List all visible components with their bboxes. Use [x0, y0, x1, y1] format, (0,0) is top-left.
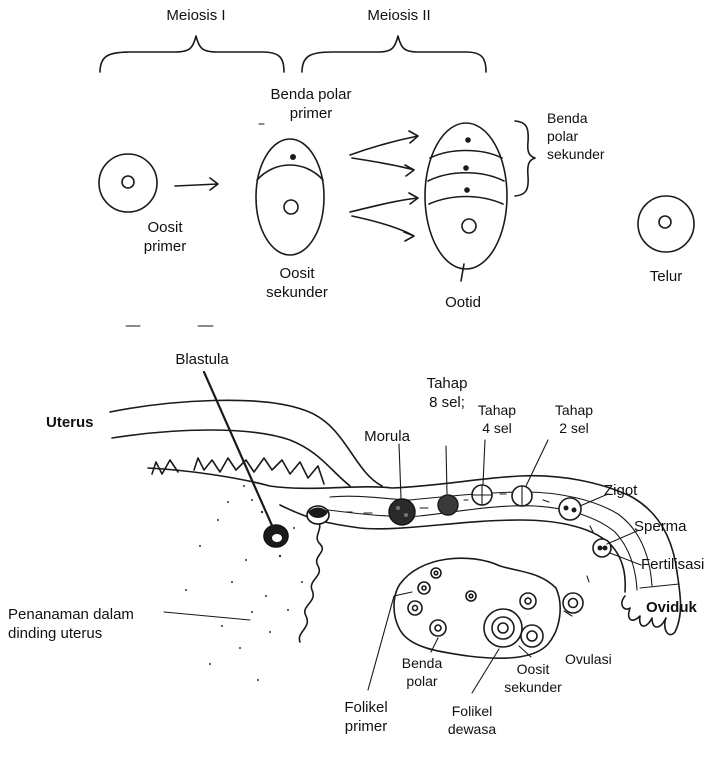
- oviduct-label: Oviduk: [646, 598, 697, 617]
- zygote-label: Zigot: [604, 481, 637, 500]
- secondary-oocyte-line-2: sekunder: [266, 283, 328, 302]
- ovary-secondary-oocyte-line-1: Oosit: [504, 660, 562, 678]
- meiosis-2-arrow-upper: [350, 131, 418, 176]
- ovary-secondary-oocyte-label: Oosit sekunder: [504, 660, 562, 696]
- primary-follicle-label: Folikel primer: [344, 698, 387, 736]
- secondary-polar-body-line-2: polar: [547, 127, 605, 145]
- zygote-cell: [559, 498, 581, 520]
- four-cell-label: Tahap 4 sel: [478, 401, 516, 437]
- endometrium-stipple: [185, 469, 303, 681]
- implantation-leader: [164, 612, 250, 620]
- sperm-label: Sperma: [634, 517, 687, 536]
- primary-polar-body-line-1: Benda polar: [271, 85, 352, 104]
- mature-follicle-leader: [472, 649, 499, 693]
- four-cell-line-2: 4 sel: [478, 419, 516, 437]
- implantation-line-2: dinding uterus: [8, 624, 134, 643]
- fertilization-leader: [610, 553, 641, 565]
- primary-oocyte-label: Oosit primer: [144, 218, 187, 256]
- two-cell-line-2: 2 sel: [555, 419, 593, 437]
- implantation-label: Penanaman dalam dinding uterus: [8, 605, 134, 643]
- four-cell-line-1: Tahap: [478, 401, 516, 419]
- primary-polar-body-line-2: primer: [271, 104, 352, 123]
- meiosis-2-brace: [302, 36, 486, 72]
- secondary-polar-body-label: Benda polar sekunder: [547, 109, 605, 163]
- eight-cell-label: Tahap 8 sel;: [427, 374, 468, 412]
- oviduct-leader: [640, 584, 679, 588]
- primary-follicle-line-2: primer: [344, 717, 387, 736]
- secondary-oocyte-label: Oosit sekunder: [266, 264, 328, 302]
- meiosis-2-label: Meiosis II: [367, 6, 430, 25]
- fertilization-label: Fertilisasi: [641, 555, 704, 574]
- two-cell-label: Tahap 2 sel: [555, 401, 593, 437]
- arrow-to-secondary-oocyte: [175, 178, 218, 190]
- eight-cell-line-2: 8 sel;: [427, 393, 468, 412]
- ootid-cell: [425, 123, 507, 281]
- uterine-wall-folds: [152, 458, 324, 642]
- blastula-leader: [204, 372, 274, 530]
- four-cell-leader: [483, 440, 485, 484]
- two-cell-line-1: Tahap: [555, 401, 593, 419]
- primary-follicle-line-1: Folikel: [344, 698, 387, 717]
- sperm-leader: [607, 531, 637, 544]
- polar-body-label: Benda polar: [402, 654, 442, 690]
- polar-body-line-2: polar: [402, 672, 442, 690]
- primary-polar-body-label: Benda polar primer: [271, 85, 352, 123]
- egg-cell: [638, 196, 694, 252]
- secondary-oocyte-cell: [256, 139, 324, 255]
- implantation-line-1: Penanaman dalam: [8, 605, 134, 624]
- primary-oocyte-line-1: Oosit: [144, 218, 187, 237]
- primary-oocyte-cell: [99, 154, 157, 212]
- meiosis-2-arrow-lower: [350, 193, 418, 241]
- ootid-label: Ootid: [445, 293, 481, 312]
- secondary-polar-body-line-3: sekunder: [547, 145, 605, 163]
- eight-cell-line-1: Tahap: [427, 374, 468, 393]
- two-cell-leader: [526, 440, 548, 486]
- ovulation-label: Ovulasi: [565, 650, 612, 668]
- uterus-outline: [110, 400, 382, 486]
- ovary: [394, 558, 560, 658]
- meiosis-1-brace: [100, 36, 284, 72]
- morula-label: Morula: [364, 427, 410, 446]
- four-cell-embryo: [472, 485, 492, 505]
- two-cell-embryo: [512, 486, 532, 506]
- secondary-polar-body-line-1: Benda: [547, 109, 605, 127]
- early-blastula: [307, 506, 329, 524]
- uterus-label: Uterus: [46, 413, 94, 432]
- blastula-label: Blastula: [175, 350, 228, 369]
- secondary-polar-bodies-bracket: [515, 121, 535, 196]
- primary-oocyte-line-2: primer: [144, 237, 187, 256]
- morula-leader: [399, 444, 401, 498]
- ovary-secondary-oocyte-line-2: sekunder: [504, 678, 562, 696]
- morula-embryo: [389, 499, 415, 525]
- secondary-oocyte-line-1: Oosit: [266, 264, 328, 283]
- mature-follicle-line-1: Folikel: [448, 702, 496, 720]
- eight-cell-leader: [446, 446, 447, 494]
- meiosis-1-label: Meiosis I: [166, 6, 225, 25]
- follicle-group: [408, 568, 536, 647]
- ovulated-oocyte-nucleus: [527, 631, 537, 641]
- polar-body-line-1: Benda: [402, 654, 442, 672]
- egg-label: Telur: [650, 267, 683, 286]
- eight-cell-embryo: [438, 495, 458, 515]
- oviduct-inner-wall-lower: [328, 506, 637, 590]
- mature-follicle-line-2: dewasa: [448, 720, 496, 738]
- mature-follicle-label: Folikel dewasa: [448, 702, 496, 738]
- cell-path-dashes: [346, 494, 593, 582]
- implanting-blastula: [264, 525, 288, 547]
